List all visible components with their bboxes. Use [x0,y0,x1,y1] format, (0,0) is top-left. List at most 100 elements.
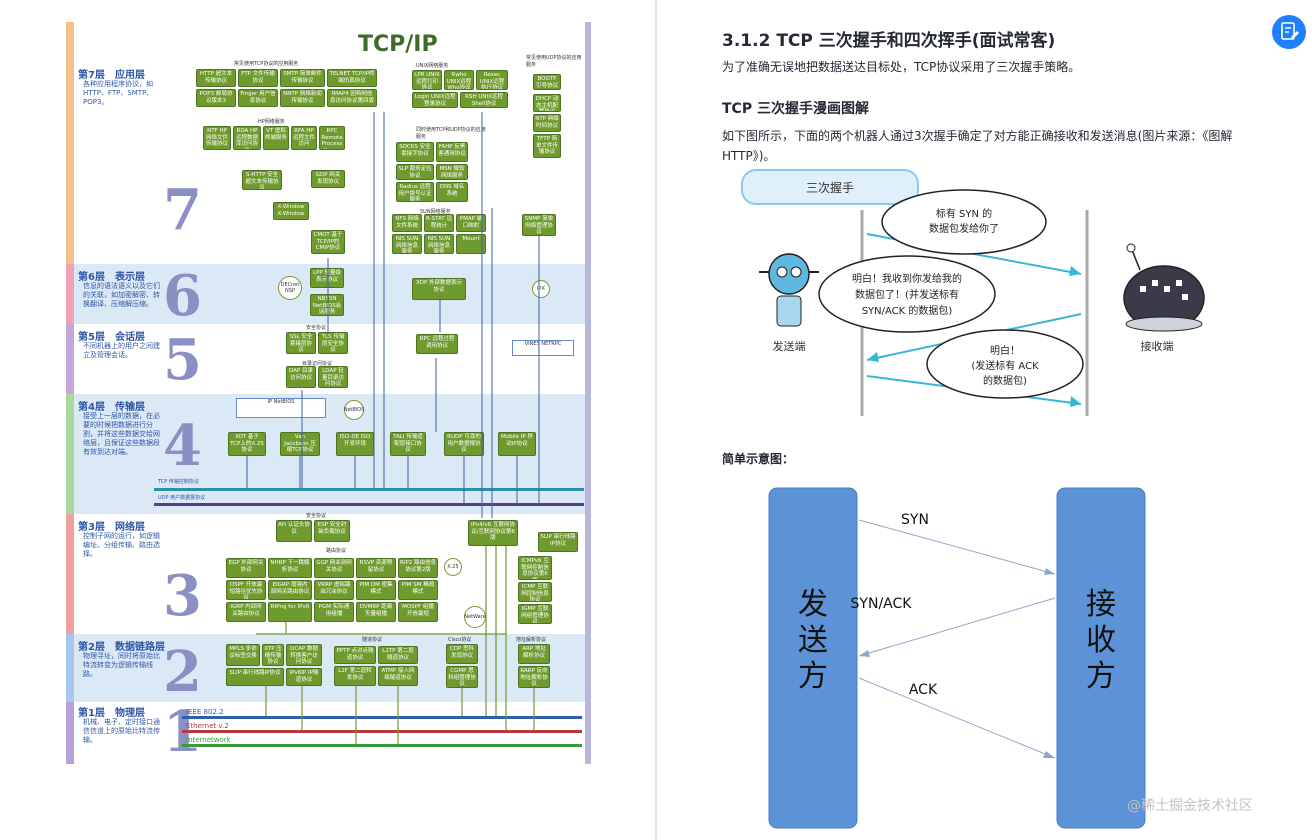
layer-1-desc: 机械、电子、定时接口通信信道上的原始比特流传输。 [83,718,160,744]
line-ieee [182,716,582,719]
box-xtp: XTP 压缩传输协议 [262,644,284,666]
band-datalink [66,634,591,702]
caption-tcp-apps: 常见使用TCP协议的应用服务 [234,61,299,67]
box-bootp: BOOTP 引导协议 [533,74,561,90]
box-eigrp: EIGRP 增强内部网关路由协议 [268,580,312,600]
box-tali: TALI 传输适配层接口协议 [390,432,426,456]
box-cgmp: CGMP 思科组管理协议 [446,666,478,688]
tcp-line [154,488,584,491]
caption-unix: UNIX网络服务 [416,63,449,69]
box-xwindow: X-Window X-Window [273,202,309,220]
layer-7-title: 第7层 应用层 [78,70,145,81]
box-rda-hp: RDA HP 远程数据库访问协议 [233,126,261,150]
box-dhcp: DHCP 动态主机配置协议 [533,94,561,112]
bubble-synack-line3: SYN/ACK 的数据包) [862,304,953,317]
left-page: TCP/IP 第7层 应用层 各种应用程序协议，如HTTP、FTP、SMTP、P… [0,0,655,840]
caption-directory: 目录访问协议 [302,361,333,367]
caption-security-2: 安全协议 [306,513,327,519]
diagram-ack-label: ACK [909,682,938,698]
floating-action-button[interactable] [1272,15,1306,49]
box-fahp: FAHP 反黑客通用协议 [436,142,468,162]
box-lpp: LPP 轻量级表示协议 [310,268,344,288]
box-l2f: L2F 第二层转发协议 [334,666,376,686]
receiver-label: 接收端 [1141,339,1174,353]
box-smtp: SMTP 简单邮件传输协议 [280,69,325,87]
box-lpr: LPR UNIX远程打印协议 [412,70,442,90]
layer-7-desc: 各种应用程序协议，如HTTP、FTP、SMTP、POP3。 [83,80,154,106]
article-title: 3.1.2 TCP 三次握手和四次挥手(面试常客) [722,31,1056,51]
bubble-ack [926,329,1084,399]
caption-udp-apps: 常见使用UDP协议的应用服务 [526,55,582,68]
section-description: 如下图所示，下面的两个机器人通过3次握手确定了对方能正确接收和发送消息(图片来源… [722,129,1233,163]
layer-6-title: 第6层 表示层 [78,272,145,283]
circle-ipx: IPX [532,280,550,298]
receiver-char-1: 接 [1086,587,1116,622]
sender-robot-icon [759,253,819,327]
box-shttp: S-HTTP 安全超文本传输协议 [242,170,282,190]
layer-7-number: 7 [163,177,202,243]
box-mount: Mount [456,234,486,254]
layer-1-title: 第1层 物理层 [78,708,145,719]
layer-3-title: 第3层 网络层 [78,522,145,533]
box-cmot: CMOT 基于TCP/IP的CMIP协议 [311,230,345,254]
sender-char-2: 送 [798,623,828,658]
layer-4-desc: 接受上一层的数据，在必要的时候把数据进行分割，并将这些数据交给网络层，且保证这些… [83,412,160,456]
box-nntp: NNTP 网络新闻传输协议 [280,89,325,107]
bubble-ack-line2: (发送标有 ACK [971,359,1039,372]
box-ftp: FTP 文件传输协议 [238,69,278,87]
label-ethernet: Ethernet v.2 [186,722,229,730]
layer-3-number: 3 [163,563,202,629]
box-netbios-group: IP NetBIOS [236,398,326,418]
bubble-ack-line1: 明白！ [990,344,1020,357]
diagram-syn-label: SYN [901,512,929,528]
box-nbssn: NBSSN NetBIOS会话服务 [310,294,344,316]
box-ospf: OSPF 开放最短路径优先协议 [226,580,266,600]
right-strip [585,22,591,764]
bubble-synack-line2: 数据包了！(并发送标有 [855,288,959,301]
circle-x25: X.25 [444,558,462,576]
box-rwho: Rwho UNIX远程Who协议 [444,70,474,90]
box-igrp: IGRP 内部网关路由协议 [226,602,266,622]
diagram-synack-label: SYN/ACK [851,596,913,612]
box-tls: TLS 传输层安全协议 [318,332,348,354]
bubble-synack-line1: 明白！我收到你发给我的 [852,272,962,285]
box-rudp: RUDP 可靠的用户数据报协议 [444,432,484,456]
caption-sun: SUN网络服务 [420,209,451,215]
box-dap: DAP 目录访问协议 [286,366,316,388]
box-atmp: ATMP 接入网络隧道协议 [378,666,418,686]
box-rsh: RSH UNIX远程Shell协议 [460,92,508,108]
box-egp: EGP 外部网关协议 [226,558,266,578]
layer-4-title: 第4层 传输层 [78,402,145,413]
caption-security: 安全协议 [306,325,327,331]
diagram-synack-head [859,650,870,657]
line-ethernet [182,730,582,733]
box-rpc: RPC 远程过程调用协议 [416,334,458,354]
box-igmp: IGMP 互联网组管理协议 [518,604,552,624]
box-mobile-ip: Mobile IP 移动IP协议 [498,432,536,456]
box-slip: SLIP 串行线路IP协议 [538,532,578,552]
box-snmp: SNMP 简单网络管理协议 [522,214,556,236]
tcp-line-label: TCP 传输控制协议 [158,479,199,485]
box-dns: DNS 域名系统 [436,182,468,202]
bubble-syn-line2: 数据包发给你了 [929,222,999,235]
layer-5-desc: 不同机器上的用户之间建立及管理会话。 [83,342,160,359]
caption-hp: HP网络服务 [258,119,285,125]
box-vines: VINES NETRPC [512,340,574,356]
box-ggp: GGP 网关到网关协议 [314,558,354,578]
bubble-syn [881,189,1047,255]
box-mospf: MOSPF 组播开放最短 [398,602,438,622]
box-dcap: DCAP 数据转换客户访问协议 [286,644,322,666]
box-rexec: Rexec UNIX远程执行协议 [476,70,508,90]
box-socks: SOCKS 安全套接字协议 [396,142,434,162]
box-pim-sm: PIM SM 稀疏模式 [398,580,438,600]
box-msn: MSN 微软网络服务 [436,164,468,180]
box-pptp: PPTP 点对点隧道协议 [334,646,376,664]
label-ieee: IEEE 802.2 [186,708,224,716]
box-icmp: ICMP 互联网控制信息协议 [518,582,552,602]
box-rpc-hp: RPC Remote Process Comm [319,126,345,150]
arrow-ack-head [1070,396,1081,407]
box-nis: NIS SUN网络信息服务 [392,234,422,254]
udp-line [154,503,584,506]
poster-title: TCP/IP [358,32,438,57]
box-ssl: SSL 安全套接层协议 [286,332,316,354]
